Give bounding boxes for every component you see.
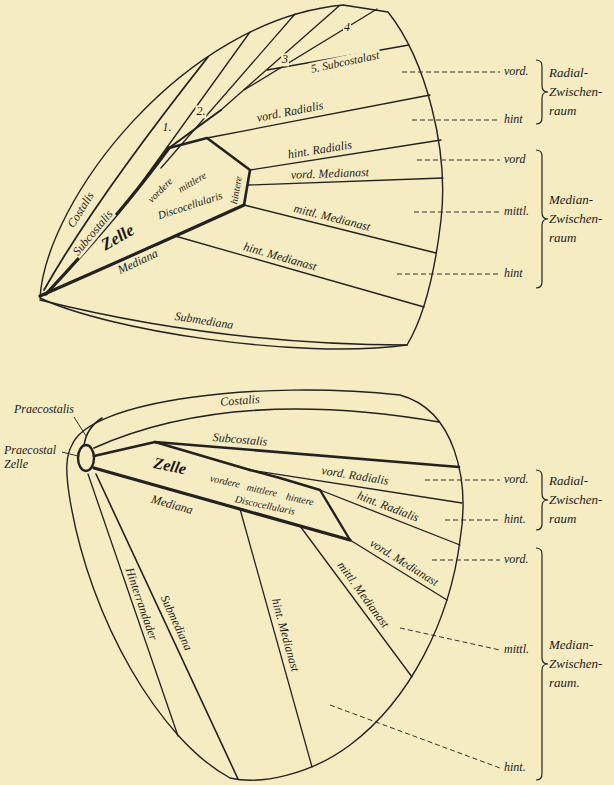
pointer-line bbox=[74, 417, 86, 436]
hindwing bbox=[67, 390, 463, 780]
label: vord. Radialis bbox=[320, 464, 391, 488]
interspace-label: mittl. bbox=[503, 643, 530, 656]
leader-line bbox=[445, 520, 500, 521]
label: Subcostalis bbox=[211, 431, 269, 449]
brace bbox=[536, 150, 548, 288]
label: vord. Medianast bbox=[366, 536, 441, 590]
interspace-label: mittl. bbox=[503, 205, 530, 218]
label: hint. Radialis bbox=[286, 138, 354, 161]
label: Costalis bbox=[219, 393, 261, 409]
interspace-label: vord bbox=[503, 153, 527, 166]
pointer-line bbox=[62, 452, 78, 456]
vein bbox=[175, 236, 424, 307]
label: 5. Subcostalast bbox=[309, 48, 382, 75]
label: 2. bbox=[196, 105, 207, 118]
label: hintere bbox=[228, 174, 244, 205]
interspace-label: vord. bbox=[503, 65, 530, 78]
vein bbox=[240, 509, 312, 767]
leader-line bbox=[330, 705, 500, 768]
label: vord. Medianast bbox=[290, 166, 371, 182]
vein bbox=[94, 442, 459, 467]
vein bbox=[207, 95, 430, 138]
vein bbox=[40, 300, 407, 345]
vein bbox=[96, 474, 238, 779]
label: mittl. Medianast bbox=[291, 202, 372, 234]
leader-line bbox=[412, 120, 500, 121]
leader-line bbox=[425, 480, 500, 481]
leader-line bbox=[414, 212, 500, 213]
label: vordere bbox=[208, 472, 242, 489]
leader-line bbox=[417, 160, 500, 161]
label: hint. Radialis bbox=[355, 489, 422, 525]
label: hint. Medianast bbox=[241, 240, 319, 274]
interspace-label: hint bbox=[503, 267, 524, 280]
label: 4 bbox=[343, 21, 351, 34]
leader-line bbox=[397, 274, 500, 275]
label: mittl. Medianast bbox=[334, 558, 392, 631]
interspace-label: hint bbox=[503, 113, 524, 126]
interspace-label: vord. bbox=[503, 473, 530, 486]
label: vordere bbox=[145, 175, 176, 206]
braces bbox=[536, 60, 548, 780]
vein bbox=[320, 490, 460, 545]
praecostal-cell bbox=[78, 445, 94, 471]
label: Mediana bbox=[149, 493, 196, 518]
region-label: Median- Zwischen- raum bbox=[548, 191, 614, 248]
leader-line bbox=[402, 72, 500, 73]
region-label: Radial- Zwischen- raum bbox=[548, 64, 614, 121]
leader-line bbox=[400, 628, 500, 650]
label: Discocellularis bbox=[155, 189, 225, 222]
label: Hinterrandader bbox=[122, 565, 160, 643]
brace bbox=[536, 470, 548, 530]
vein bbox=[137, 32, 250, 189]
brace bbox=[536, 548, 548, 780]
vein bbox=[244, 205, 436, 253]
interspace-label: vord. bbox=[503, 553, 530, 566]
label: Submediana bbox=[173, 310, 236, 333]
label: mittlere bbox=[175, 169, 209, 195]
label: 1. bbox=[162, 121, 173, 134]
region-label: Radial- Zwischen- raum bbox=[548, 472, 614, 529]
label: Submediana bbox=[157, 592, 195, 653]
region-label: Median- Zwischen- raum. bbox=[548, 636, 614, 693]
label: Mediana bbox=[115, 247, 161, 278]
leader-line bbox=[432, 560, 500, 561]
hindwing-outline bbox=[67, 390, 463, 780]
brace bbox=[536, 60, 548, 124]
label: 3 bbox=[281, 53, 289, 66]
label: vord. Radialis bbox=[255, 99, 326, 125]
vein bbox=[244, 9, 377, 90]
interspace-label: hint. bbox=[503, 513, 527, 526]
vein bbox=[84, 418, 102, 446]
forewing-outline bbox=[40, 5, 443, 349]
cell-label: Zelle bbox=[151, 454, 189, 478]
interspace-label: hint. bbox=[503, 761, 527, 774]
label: hint. Medianast bbox=[268, 596, 301, 674]
vein bbox=[300, 526, 412, 677]
forewing bbox=[40, 5, 443, 349]
vein bbox=[44, 57, 208, 290]
region-label: Praecostal Zelle bbox=[3, 444, 63, 472]
vein bbox=[94, 468, 350, 540]
label: Praecostalis bbox=[13, 403, 75, 416]
pointer-lines bbox=[62, 417, 86, 456]
vein bbox=[221, 6, 339, 110]
